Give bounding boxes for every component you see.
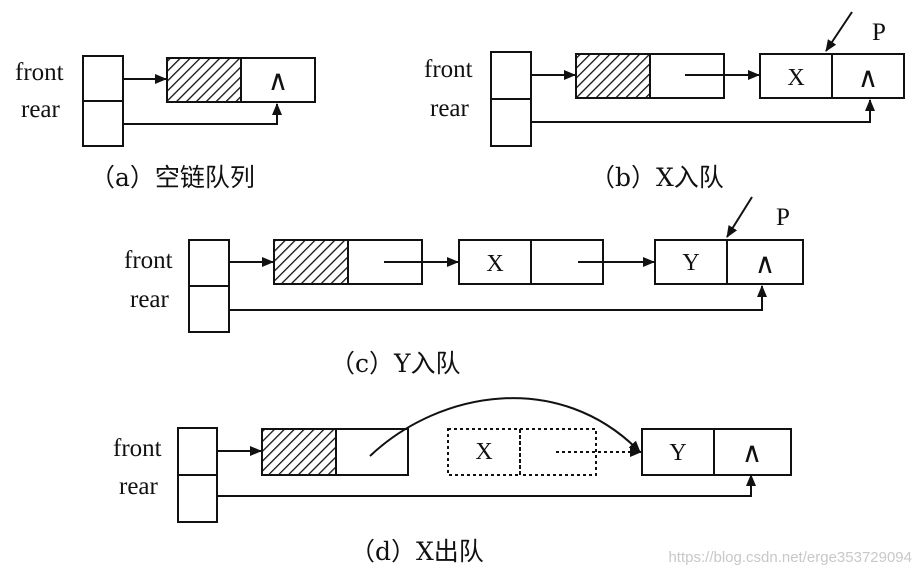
front-pointer-cell (177, 427, 218, 476)
head-node-data-hatched (166, 57, 242, 103)
front-label: front (124, 247, 173, 274)
null-symbol: ∧ (268, 66, 289, 97)
pointer-p-arrow (726, 196, 753, 238)
rear-label: rear (21, 96, 61, 123)
rear-pointer-cell (490, 98, 532, 147)
watermark-text: https://blog.csdn.net/erge353729094 (668, 549, 912, 566)
node-x-label: X (475, 439, 492, 465)
front-pointer-cell (490, 51, 532, 100)
node-x-label: X (486, 251, 503, 277)
rear-arrow (217, 474, 756, 497)
null-symbol: ∧ (755, 249, 776, 280)
front-pointer-cell (188, 239, 230, 287)
pointer-p-arrow (825, 11, 853, 52)
panel-a: front rear ∧ （a）空链队列 (15, 55, 316, 192)
removed-node-x-next (519, 428, 597, 476)
node-y-label: Y (682, 250, 699, 276)
caption-c: （c）Y入队 (330, 349, 461, 378)
head-node-data-hatched (273, 239, 349, 285)
rear-arrow (531, 99, 875, 123)
head-to-y-curved-arrow (369, 397, 641, 457)
rear-label: rear (430, 95, 470, 122)
front-pointer-cell (82, 55, 124, 102)
caption-d: （d）X出队 (350, 537, 484, 566)
null-symbol: ∧ (742, 438, 763, 469)
node-y-next (726, 239, 804, 285)
rear-arrow (229, 285, 767, 311)
node-x-next (831, 53, 905, 99)
null-symbol: ∧ (858, 63, 879, 94)
rear-pointer-cell (188, 285, 230, 333)
removed-node-x-data (447, 428, 521, 476)
node-x-label: X (787, 65, 804, 91)
head-node-next (240, 57, 316, 103)
caption-b: （b）X入队 (590, 163, 724, 192)
front-label: front (15, 59, 64, 86)
rear-arrow (123, 103, 282, 125)
panel-c: front rear X Y ∧ P （c）Y入队 (124, 196, 804, 378)
front-label: front (424, 56, 473, 83)
panel-d: front rear X Y ∧ （d）X出队 (113, 397, 792, 566)
rear-label: rear (119, 473, 159, 500)
rear-pointer-cell (177, 474, 218, 523)
caption-a: （a）空链队列 (90, 163, 255, 192)
pointer-p-label: P (872, 19, 886, 46)
head-node-data-hatched (575, 53, 651, 99)
rear-pointer-cell (82, 100, 124, 147)
node-y-label: Y (669, 440, 686, 466)
head-node-next (335, 428, 409, 476)
head-node-data-hatched (261, 428, 337, 476)
pointer-p-label: P (776, 204, 790, 231)
rear-label: rear (130, 286, 170, 313)
front-label: front (113, 435, 162, 462)
panel-b: front rear X ∧ P （b）X入队 (424, 11, 905, 192)
